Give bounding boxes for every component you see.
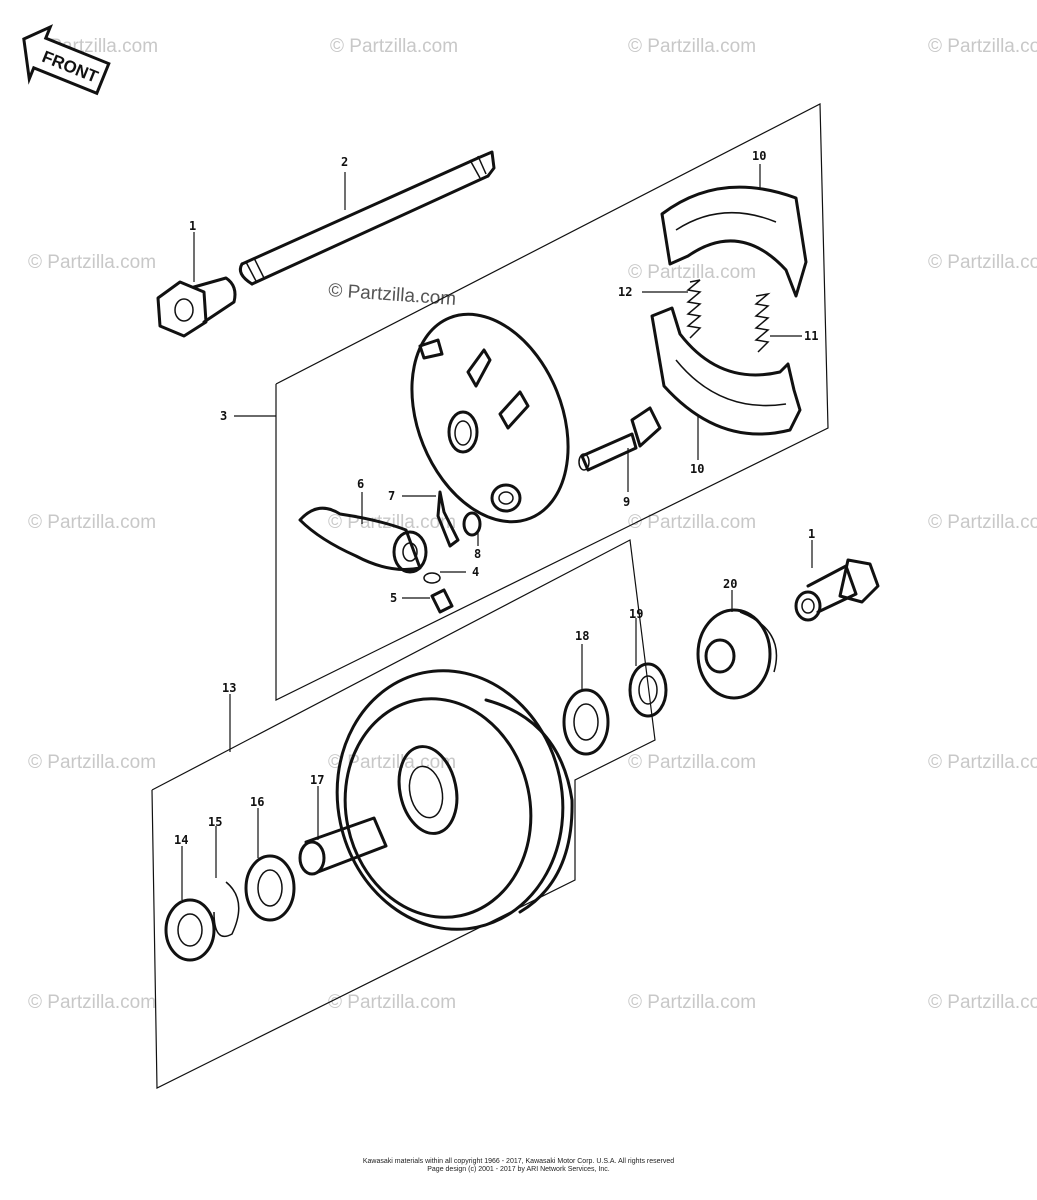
copyright-line-1: Kawasaki materials within all copyright … [362, 1158, 675, 1165]
watermark: © Partzilla.com [628, 262, 756, 283]
watermark: © Partzilla.com [628, 512, 756, 533]
axle-nut-top [156, 276, 237, 338]
wear-indicator [436, 490, 460, 548]
callout-17: 17 [310, 773, 324, 787]
callout-12: 12 [618, 285, 632, 299]
seal-right [628, 662, 668, 718]
brake-shoe-upper [660, 185, 808, 298]
watermark: © Partzilla.com [928, 252, 1037, 273]
seal-left [164, 898, 216, 962]
callout-2: 2 [341, 155, 348, 169]
watermark: © Partzilla.com [628, 752, 756, 773]
callout-1-top: 1 [189, 219, 196, 233]
callout-18: 18 [575, 629, 589, 643]
copyright-line-2: Page design (c) 2001 - 2017 by ARI Netwo… [427, 1166, 610, 1173]
watermark: © Partzilla.com [28, 252, 156, 273]
callout-15: 15 [208, 815, 222, 829]
distance-collar [298, 816, 388, 876]
brake-camshaft [578, 406, 662, 472]
watermark: © Partzilla.com [328, 280, 457, 310]
callout-5: 5 [390, 591, 397, 605]
callout-1-lower: 1 [808, 527, 815, 541]
brake-panel [410, 312, 570, 524]
axle-nut-lower [794, 558, 880, 622]
callout-10-top: 10 [752, 149, 766, 163]
leader-lines [181, 164, 813, 900]
watermark: © Partzilla.com [328, 992, 456, 1013]
callout-labels: 1 2 3 4 5 6 7 8 9 10 10 11 12 1 20 18 19… [174, 149, 818, 847]
watermark: © Partzilla.com [628, 36, 756, 57]
front-arrow: FRONT [22, 24, 111, 96]
watermark: © Partzilla.com [328, 752, 456, 773]
callout-14: 14 [174, 833, 188, 847]
washer-8 [462, 511, 482, 537]
callout-16: 16 [250, 795, 264, 809]
watermark: © Partzilla.com [928, 752, 1037, 773]
watermark-layer: © Partzilla.com © Partzilla.com © Partzi… [28, 36, 1037, 1013]
brake-shoe-lower [650, 306, 802, 436]
axle-collar [696, 608, 778, 700]
watermark: © Partzilla.com [28, 992, 156, 1013]
spring-washer-4 [423, 572, 441, 584]
callout-19: 19 [629, 607, 643, 621]
bearing-right [562, 688, 610, 756]
circlip [213, 881, 240, 938]
watermark: © Partzilla.com [28, 512, 156, 533]
axle-shaft [238, 150, 496, 286]
callout-7: 7 [388, 489, 395, 503]
watermark: © Partzilla.com [928, 36, 1037, 57]
watermark: © Partzilla.com [628, 992, 756, 1013]
watermark: © Partzilla.com [928, 512, 1037, 533]
watermark: © Partzilla.com [928, 992, 1037, 1013]
group-frames [151, 103, 829, 1089]
callout-3: 3 [220, 409, 227, 423]
callout-13: 13 [222, 681, 236, 695]
wheel-hub [335, 669, 574, 931]
callout-20: 20 [723, 577, 737, 591]
callout-8: 8 [474, 547, 481, 561]
callout-11: 11 [804, 329, 818, 343]
bearing-left [244, 854, 296, 922]
callout-10-bottom: 10 [690, 462, 704, 476]
lever-bolt-5 [430, 588, 454, 614]
brake-lever [298, 506, 428, 574]
watermark: © Partzilla.com [330, 36, 458, 57]
callout-6: 6 [357, 477, 364, 491]
callout-9: 9 [623, 495, 630, 509]
callout-4: 4 [472, 565, 479, 579]
shoe-springs [686, 279, 771, 353]
watermark: © Partzilla.com [28, 752, 156, 773]
